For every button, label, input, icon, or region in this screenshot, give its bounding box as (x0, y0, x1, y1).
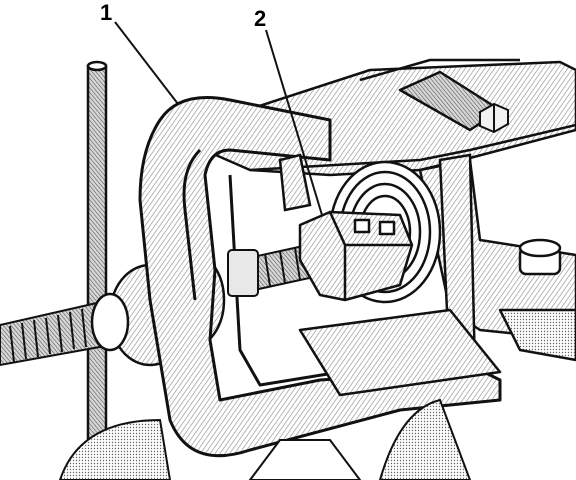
callout-leaders (114, 21, 323, 216)
lower-background (58, 398, 472, 480)
callout-1-label: 1 (100, 0, 113, 25)
clamp-lower-plate (298, 308, 502, 397)
callout-2-label: 2 (254, 6, 267, 31)
forcing-screw (0, 298, 118, 367)
frame-nut (479, 102, 509, 134)
adapter-tool (298, 210, 414, 302)
vise-handle-rod (86, 60, 108, 480)
